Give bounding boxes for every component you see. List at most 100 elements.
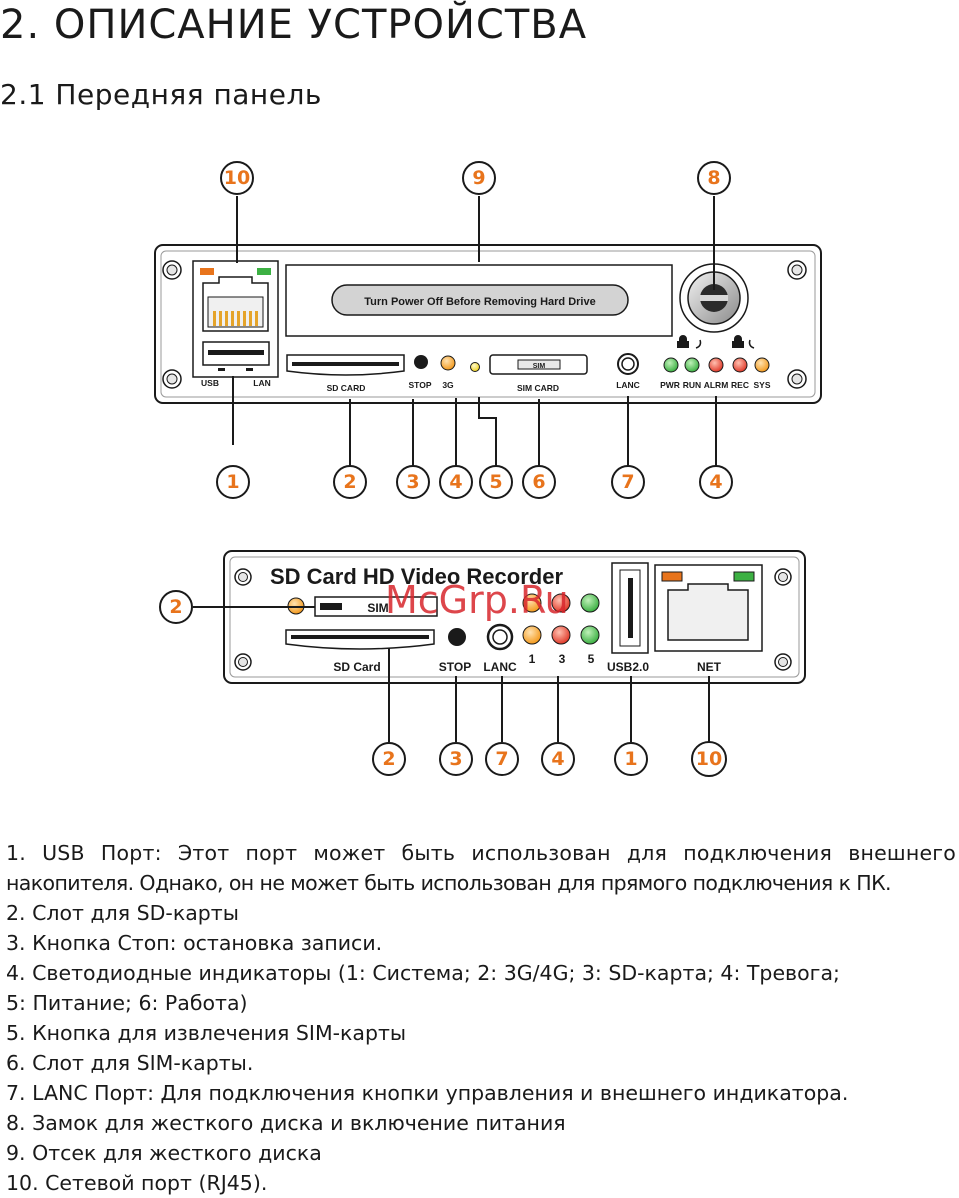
svg-text:6: 6 [532, 471, 545, 493]
list-item: 6. Слот для SIM-карты. [6, 1051, 254, 1075]
callout-5: 5 [479, 465, 513, 499]
lanc-port-icon [617, 353, 639, 375]
component-description-list: 1. USB Порт: Этот порт может быть исполь… [6, 838, 956, 1198]
3g-label: 3G [442, 380, 454, 390]
callout-3: 3 [396, 465, 430, 499]
callout-6: 6 [522, 465, 556, 499]
callout-8-top: 8 [697, 161, 731, 195]
list-item: 10. Сетевой порт (RJ45). [6, 1171, 268, 1195]
list-item: накопителя. Однако, он не может быть исп… [6, 871, 892, 895]
led-3-label: 3 [559, 652, 566, 666]
sd-card-label: SD Card [333, 660, 380, 674]
hdd-warning-label: Turn Power Off Before Removing Hard Driv… [364, 296, 595, 308]
svg-text:9: 9 [472, 167, 485, 189]
svg-text:3: 3 [449, 748, 462, 770]
lanc-label: LANC [483, 660, 517, 674]
callout-2-left: 2 [159, 590, 193, 624]
led-alrm-icon [708, 357, 724, 373]
usb-port-icon [202, 341, 270, 366]
device-front-panel-small: SD Card HD Video Recorder SIM SD Card ST… [223, 550, 806, 684]
callout-10-bottom: 10 [691, 741, 727, 777]
stop-button-icon [414, 355, 428, 369]
sim-card-slot: SIM [314, 596, 438, 617]
svg-text:3: 3 [406, 471, 419, 493]
lanc-label: LANC [616, 380, 640, 390]
callout-4-bottom: 4 [541, 742, 575, 776]
callout-3-bottom: 3 [439, 742, 473, 776]
front-panel-figure: USB LAN Turn Power Off Before Removing H… [0, 150, 959, 790]
svg-text:7: 7 [495, 748, 508, 770]
alrm-label: ALRM [704, 380, 729, 390]
sd-card-label: SD CARD [327, 383, 366, 393]
lanc-port-icon [486, 623, 514, 651]
svg-text:8: 8 [707, 167, 720, 189]
panel1-leader-lines [232, 196, 717, 466]
list-item: 3. Кнопка Стоп: остановка записи. [6, 931, 383, 955]
led-pwr-icon [663, 357, 679, 373]
svg-text:10: 10 [224, 167, 250, 189]
sim-card-label: SIM CARD [517, 383, 559, 393]
led-1-label: 1 [529, 652, 536, 666]
callout-1-bottom: 1 [614, 742, 648, 776]
net-label: NET [697, 660, 722, 674]
callout-2-bottom: 2 [372, 742, 406, 776]
callout-1: 1 [216, 465, 250, 499]
list-item: 5. Кнопка для извлечения SIM-карты [6, 1021, 407, 1045]
svg-text:7: 7 [621, 471, 634, 493]
callout-7: 7 [611, 465, 645, 499]
led-3g-icon [440, 355, 456, 371]
sd-card-slot [285, 629, 435, 650]
status-leds [522, 593, 600, 645]
device-front-panel-large: USB LAN Turn Power Off Before Removing H… [154, 244, 822, 404]
rj45-port-icon [202, 276, 269, 332]
rj45-port-icon [654, 564, 763, 652]
sd-card-slot [286, 354, 405, 376]
svg-text:10: 10 [696, 748, 722, 770]
svg-text:2: 2 [169, 596, 182, 618]
stop-label: STOP [409, 380, 432, 390]
svg-text:5: 5 [489, 471, 502, 493]
list-item: 9. Отсек для жесткого диска [6, 1141, 322, 1165]
sim-label: SIM [367, 601, 388, 615]
svg-text:2: 2 [343, 471, 356, 493]
led-sys-icon [754, 357, 770, 373]
svg-text:4: 4 [709, 471, 722, 493]
led-5-label: 5 [588, 652, 595, 666]
led-rec-icon [732, 357, 748, 373]
device-title: SD Card HD Video Recorder [270, 564, 563, 589]
screw-icon [234, 568, 792, 671]
run-label: RUN [683, 380, 701, 390]
section-title: 2.1 Передняя панель [0, 78, 322, 111]
callout-2: 2 [333, 465, 367, 499]
callout-4: 4 [439, 465, 473, 499]
sim-card-slot: SIM [489, 354, 588, 375]
sys-label: SYS [753, 380, 770, 390]
key-lock-icon [677, 263, 755, 349]
sim-eject-icon [470, 362, 480, 372]
svg-text:4: 4 [449, 471, 462, 493]
usb-port-icon [611, 562, 649, 654]
status-leds [663, 357, 770, 373]
svg-text:1: 1 [624, 748, 637, 770]
svg-text:2: 2 [382, 748, 395, 770]
list-item: 1. USB Порт: Этот порт может быть исполь… [6, 841, 956, 865]
watermark: McGrp.Ru [385, 578, 569, 622]
pwr-label: PWR [660, 380, 680, 390]
hdd-bay: Turn Power Off Before Removing Hard Driv… [285, 264, 673, 337]
screw-icon [162, 260, 807, 389]
led-run-icon [684, 357, 700, 373]
list-item: 5: Питание; 6: Работа) [6, 991, 248, 1015]
sim-label: SIM [533, 363, 546, 370]
usb-label: USB2.0 [607, 660, 649, 674]
page-title: 2. ОПИСАНИЕ УСТРОЙСТВА [0, 2, 588, 48]
stop-label: STOP [439, 660, 471, 674]
usb-lan-block [192, 260, 279, 378]
callout-9-top: 9 [462, 161, 496, 195]
list-item: 8. Замок для жесткого диска и включение … [6, 1111, 566, 1135]
callout-7-bottom: 7 [485, 742, 519, 776]
usb-label: USB [201, 378, 219, 388]
svg-text:1: 1 [226, 471, 239, 493]
svg-text:4: 4 [551, 748, 564, 770]
list-item: 4. Светодиодные индикаторы (1: Система; … [6, 961, 840, 985]
stop-button-icon [448, 628, 466, 646]
